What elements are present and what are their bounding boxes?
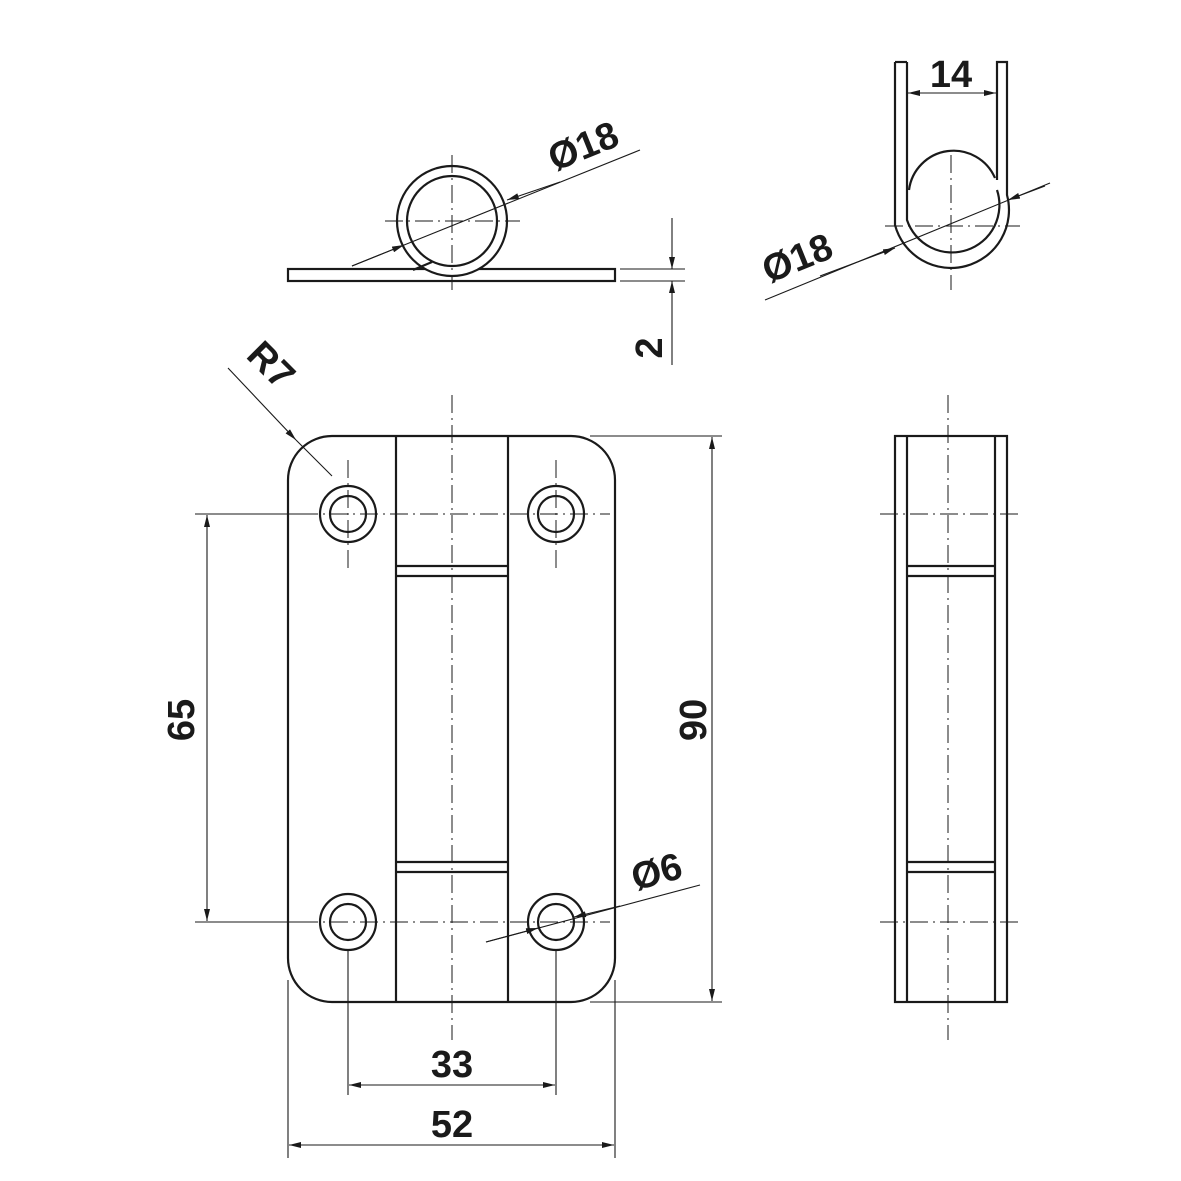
corner-radius-label: R7: [238, 333, 302, 397]
side-edge-view: [880, 395, 1020, 1040]
overall-height-dimension: 90: [590, 435, 722, 1003]
front-view-centerlines: [300, 395, 610, 1040]
hole-spacing-horizontal-dimension: 33: [347, 950, 557, 1095]
hole-spacing-vertical-label: 65: [161, 699, 203, 741]
side-profile-view: 14 Ø18: [756, 54, 1051, 301]
hole-diameter-dimension: Ø6: [485, 846, 701, 943]
thickness-dimension: 2: [620, 218, 685, 365]
side-edge-body: [893, 434, 1009, 1004]
thickness-label: 2: [629, 337, 671, 358]
side-width-dimension: 14: [908, 54, 996, 96]
top-view-diameter-label: Ø18: [542, 114, 624, 180]
corner-radius-dimension: R7: [227, 333, 333, 477]
side-profile-centerlines: [885, 155, 1020, 290]
side-profile-body: [893, 60, 1011, 270]
overall-height-label: 90: [673, 699, 715, 741]
top-view: Ø18 2: [286, 114, 685, 365]
side-edge-centerlines: [880, 395, 1020, 1040]
side-diameter-label: Ø18: [756, 226, 838, 292]
overall-width-label: 52: [431, 1104, 473, 1146]
top-view-centerlines: [385, 155, 520, 290]
hole-spacing-horizontal-label: 33: [431, 1044, 473, 1086]
side-width-label: 14: [930, 54, 972, 96]
front-view: R7 65 90 Ø6 33: [161, 333, 722, 1158]
overall-width-dimension: 52: [287, 980, 616, 1158]
hole-spacing-vertical-dimension: 65: [161, 513, 300, 923]
